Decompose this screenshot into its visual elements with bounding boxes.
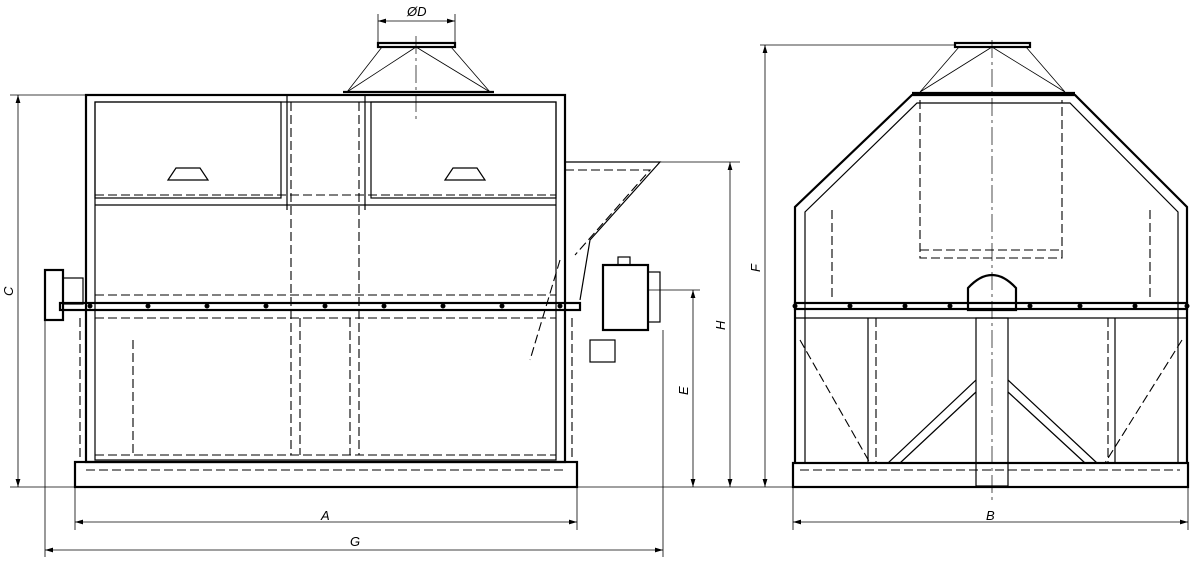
bearing-housing — [966, 273, 1018, 312]
dimension-label-e: E — [676, 386, 691, 395]
dimension-label-d: ØD — [406, 4, 427, 19]
front-dimensions: ØD C H E A G — [1, 4, 800, 557]
dimension-label-c: C — [1, 286, 16, 296]
dimension-label-h: H — [713, 320, 728, 330]
front-view — [43, 36, 662, 489]
drive-left — [43, 268, 65, 322]
inlet-flange — [376, 41, 457, 49]
dimension-label-g: G — [350, 534, 360, 549]
gearbox — [589, 339, 616, 363]
bolts-front — [87, 303, 563, 309]
bolts-side — [792, 303, 1190, 309]
side-view — [791, 40, 1190, 500]
handle-left — [166, 167, 210, 181]
dimension-label-f: F — [748, 263, 763, 272]
handle-right — [443, 167, 487, 181]
lid-right — [370, 101, 557, 199]
lid-left — [94, 101, 282, 199]
side-dimensions: F B — [748, 44, 1189, 530]
dimension-label-b: B — [986, 508, 995, 523]
motor — [601, 263, 650, 332]
dimension-label-a: A — [320, 508, 330, 523]
